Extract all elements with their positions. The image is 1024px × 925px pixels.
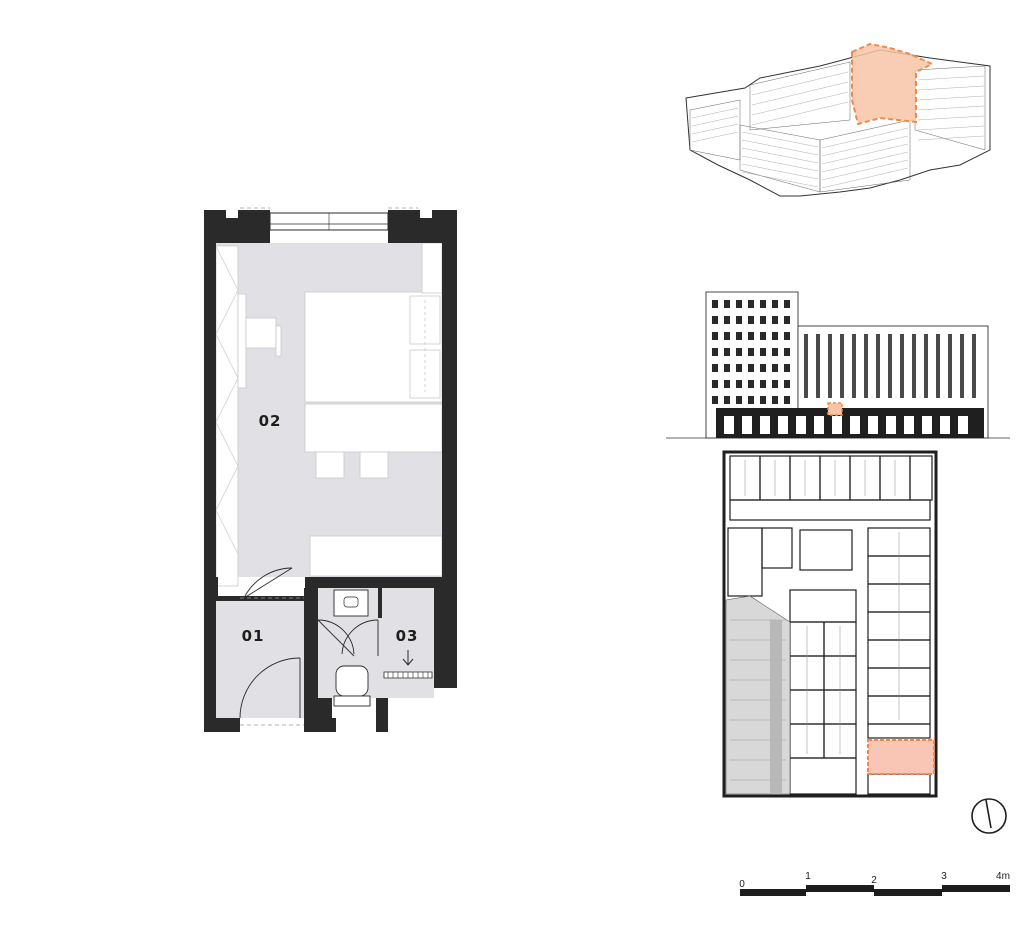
axonometric-key (685, 42, 991, 197)
desk-chair (245, 317, 277, 349)
dining-table (304, 403, 443, 453)
key-plan-units (727, 455, 933, 795)
scale-tick-4m: 4m (996, 871, 1010, 882)
kitchenette-counter (309, 535, 443, 577)
room-label-01: 01 (242, 627, 265, 645)
scale-tick-3: 3 (941, 871, 947, 882)
washbasin (333, 589, 369, 617)
desk-lamp (275, 325, 282, 357)
door-swings (239, 567, 379, 719)
scale-tick-2: 2 (871, 875, 877, 886)
unit-floor-plan: 02 01 03 (204, 207, 457, 732)
elevation-windows (712, 300, 790, 404)
right-shelf (421, 242, 443, 294)
floor-key-plan (722, 450, 938, 798)
highlighted-block (851, 42, 935, 126)
scale-bar: 0 1 2 3 4m (739, 871, 1010, 896)
elevation-highlight (827, 402, 843, 416)
wardrobe-doors (215, 245, 239, 555)
slope-arrow-icon (402, 650, 414, 666)
scale-tick-1: 1 (805, 871, 811, 882)
key-plan-highlighted-unit (867, 739, 935, 775)
desk (237, 293, 247, 389)
scale-tick-0: 0 (739, 879, 745, 890)
north-arrow-icon (971, 798, 1007, 834)
chair-1 (315, 451, 345, 479)
elevation-key (666, 291, 1010, 439)
toilet (335, 665, 369, 697)
room-label-03: 03 (396, 627, 419, 645)
room-01-floor (216, 598, 304, 718)
chair-2 (359, 451, 389, 479)
room-label-02: 02 (259, 412, 282, 430)
